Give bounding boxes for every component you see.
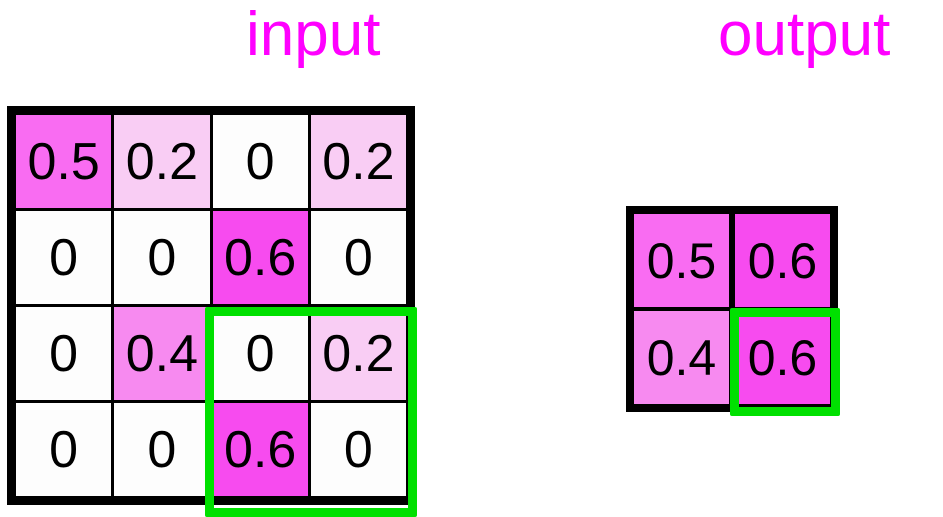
- input-cell-2-1[interactable]: 0.4: [114, 307, 210, 400]
- input-cell-value: 0: [245, 324, 275, 383]
- input-cell-value: 0: [343, 420, 373, 479]
- input-cell-value: 0: [343, 228, 373, 287]
- input-cell-value: 0.2: [322, 132, 395, 191]
- output-row-1: 0.4 0.6: [634, 311, 830, 404]
- input-cell-0-0[interactable]: 0.5: [16, 115, 112, 208]
- input-cell-1-1[interactable]: 0: [114, 211, 210, 304]
- input-cell-value: 0.5: [27, 132, 100, 191]
- input-cell-3-0[interactable]: 0: [16, 403, 112, 496]
- input-cell-0-1[interactable]: 0.2: [114, 115, 210, 208]
- input-cell-0-2[interactable]: 0: [212, 115, 308, 208]
- input-row-2: 0 0.4 0 0.2: [16, 307, 406, 403]
- output-matrix: 0.5 0.6 0.4 0.6: [626, 206, 838, 412]
- input-cell-2-3[interactable]: 0.2: [310, 307, 406, 400]
- output-row-0: 0.5 0.6: [634, 214, 830, 311]
- input-matrix: 0.5 0.2 0 0.2 0 0 0.6 0 0 0.4: [7, 106, 415, 505]
- output-cell-0-0[interactable]: 0.5: [634, 214, 729, 307]
- input-cell-value: 0: [147, 420, 177, 479]
- input-cell-value: 0.2: [322, 324, 395, 383]
- output-cell-value: 0.5: [646, 232, 717, 289]
- input-cell-3-1[interactable]: 0: [114, 403, 210, 496]
- output-panel-title: output: [718, 0, 891, 69]
- input-cell-value: 0: [49, 420, 79, 479]
- input-row-3: 0 0 0.6 0: [16, 403, 406, 496]
- input-panel-title: input: [246, 0, 381, 69]
- input-cell-value: 0.2: [125, 132, 199, 191]
- input-cell-value: 0: [147, 228, 177, 287]
- output-cell-value: 0.4: [646, 329, 717, 386]
- input-cell-0-3[interactable]: 0.2: [310, 115, 406, 208]
- input-row-0: 0.5 0.2 0 0.2: [16, 115, 406, 211]
- output-cell-0-1[interactable]: 0.6: [735, 214, 830, 307]
- input-cell-value: 0.6: [223, 228, 297, 287]
- output-cell-value: 0.6: [747, 232, 818, 289]
- input-cell-1-2[interactable]: 0.6: [212, 211, 308, 304]
- input-cell-2-2[interactable]: 0: [212, 307, 308, 400]
- input-cell-value: 0: [49, 324, 79, 383]
- input-cell-3-2[interactable]: 0.6: [212, 403, 308, 496]
- input-cell-1-0[interactable]: 0: [16, 211, 112, 304]
- input-cell-value: 0: [245, 132, 275, 191]
- input-cell-value: 0.4: [125, 324, 199, 383]
- output-cell-value: 0.6: [747, 329, 818, 386]
- input-cell-value: 0.6: [223, 420, 297, 479]
- input-cell-3-3[interactable]: 0: [310, 403, 406, 496]
- output-cell-1-0[interactable]: 0.4: [634, 311, 729, 404]
- input-cell-value: 0: [49, 228, 79, 287]
- input-cell-2-0[interactable]: 0: [16, 307, 112, 400]
- output-cell-1-1[interactable]: 0.6: [735, 311, 830, 404]
- input-row-1: 0 0 0.6 0: [16, 211, 406, 307]
- input-cell-1-3[interactable]: 0: [310, 211, 406, 304]
